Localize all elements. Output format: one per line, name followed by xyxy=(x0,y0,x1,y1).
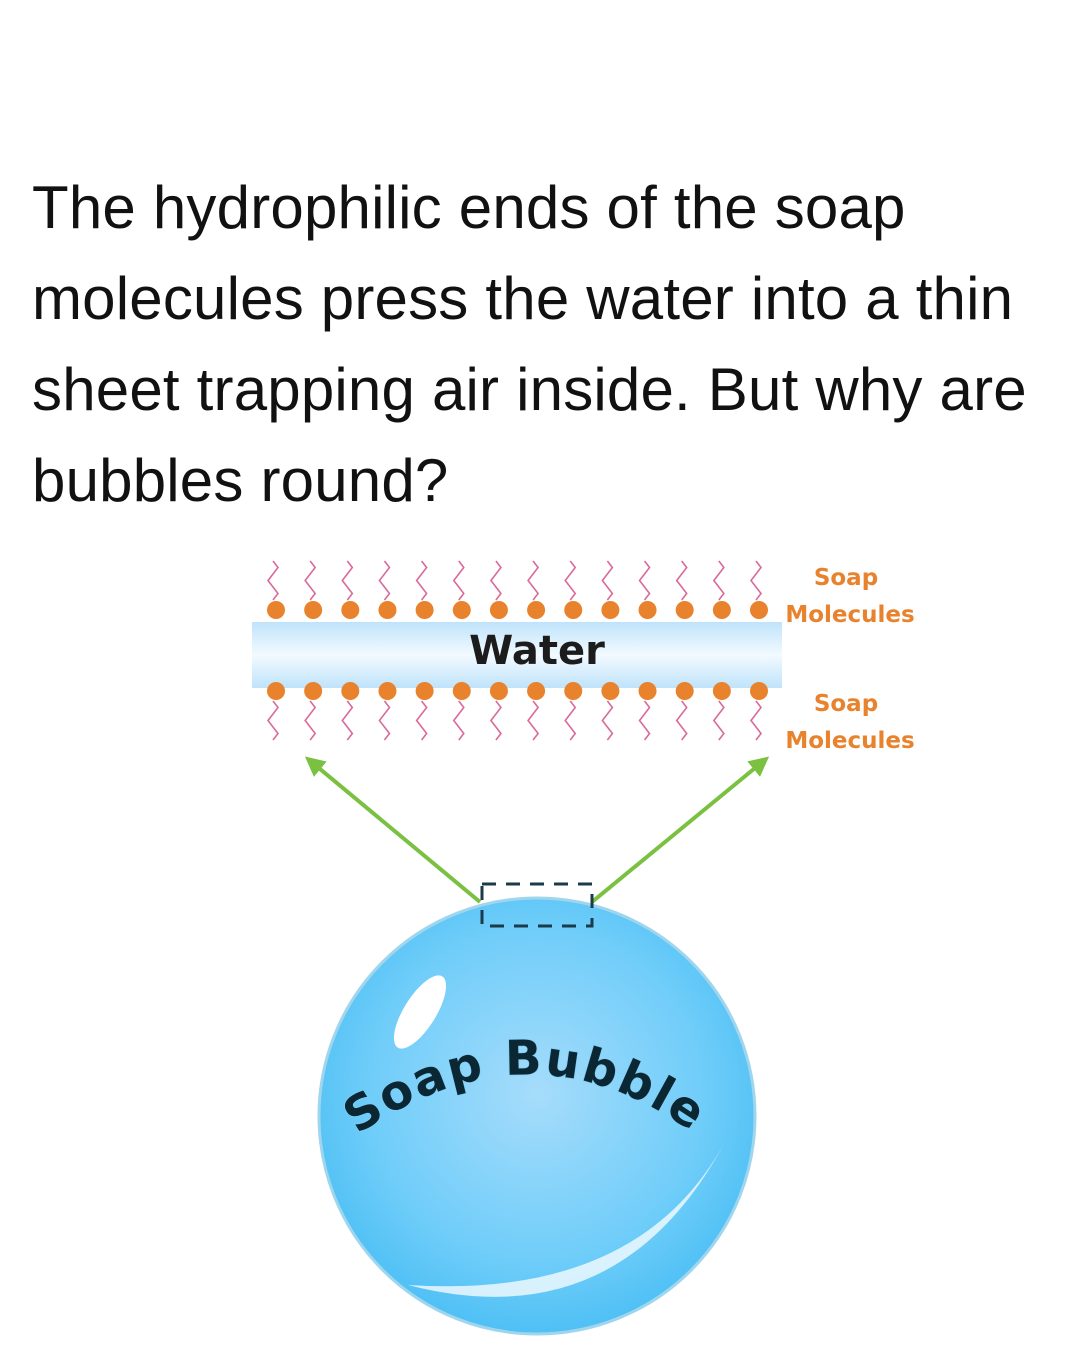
top-molecule-head xyxy=(564,601,583,619)
bottom-molecule-tail xyxy=(564,700,577,741)
top-molecule-head xyxy=(452,601,471,619)
top-molecule-tail xyxy=(712,560,725,601)
bottom-molecule-head xyxy=(638,682,657,700)
bottom-molecule-head xyxy=(415,682,434,700)
bottom-molecule-tail xyxy=(527,700,540,741)
bottom-molecule-head xyxy=(675,682,694,700)
top-soap-label: Soap Molecules xyxy=(785,565,914,628)
bottom-molecule-head xyxy=(452,682,471,700)
bottom-molecule-head xyxy=(750,682,768,700)
bottom-molecule-tail xyxy=(341,700,354,741)
top-molecule-tail xyxy=(489,560,502,601)
bottom-molecule-tail xyxy=(304,700,317,741)
top-molecule-tail xyxy=(266,560,280,601)
bottom-soap-molecules xyxy=(266,682,768,741)
bottom-molecule-tail xyxy=(749,700,763,741)
top-molecule-head xyxy=(712,601,731,619)
top-molecule-head xyxy=(341,601,360,619)
bottom-molecule-tail xyxy=(415,700,428,741)
top-molecule-tail xyxy=(452,560,465,601)
water-sheet xyxy=(252,622,782,688)
top-molecule-tail xyxy=(564,560,577,601)
top-soap-label-line2: Molecules xyxy=(785,602,914,628)
top-soap-molecules xyxy=(266,560,768,619)
top-molecule-tail xyxy=(415,560,428,601)
bottom-molecule-head xyxy=(527,682,546,700)
bottom-soap-label-line2: Molecules xyxy=(785,728,914,754)
top-molecule-head xyxy=(415,601,434,619)
top-molecule-head xyxy=(638,601,657,619)
bottom-molecule-head xyxy=(341,682,360,700)
bottom-molecule-head xyxy=(378,682,397,700)
top-molecule-head xyxy=(675,601,694,619)
bottom-molecule-tail xyxy=(266,700,280,741)
bottom-molecule-tail xyxy=(452,700,465,741)
bottom-molecule-head xyxy=(564,682,583,700)
top-molecule-head xyxy=(601,601,620,619)
bottom-molecule-head xyxy=(267,682,285,700)
top-molecule-head xyxy=(527,601,546,619)
top-molecule-head xyxy=(267,601,285,619)
top-soap-label-line1: Soap xyxy=(814,565,878,591)
top-molecule-tail xyxy=(527,560,540,601)
top-molecule-tail xyxy=(601,560,614,601)
bottom-molecule-tail xyxy=(601,700,614,741)
bubble-highlight xyxy=(393,975,447,1049)
bottom-molecule-head xyxy=(712,682,731,700)
bottom-molecule-head xyxy=(601,682,620,700)
top-molecule-tail xyxy=(378,560,391,601)
water-label: Water xyxy=(469,628,605,674)
left-zoom-arrow xyxy=(304,756,482,904)
zoom-region-box xyxy=(480,882,594,928)
top-molecule-tail xyxy=(749,560,763,601)
bottom-molecule-tail xyxy=(712,700,725,741)
top-molecule-head xyxy=(304,601,323,619)
top-molecule-tail xyxy=(675,560,688,601)
top-molecule-head xyxy=(750,601,768,619)
top-molecule-head xyxy=(378,601,397,619)
top-molecule-tail xyxy=(304,560,317,601)
top-molecule-tail xyxy=(341,560,354,601)
bottom-molecule-tail xyxy=(638,700,651,741)
right-zoom-arrow xyxy=(590,756,770,904)
bottom-molecule-tail xyxy=(489,700,502,741)
bottom-soap-label: Soap Molecules xyxy=(785,691,914,754)
bottom-soap-label-line1: Soap xyxy=(814,691,878,717)
bottom-molecule-tail xyxy=(378,700,391,741)
bottom-molecule-head xyxy=(489,682,508,700)
caption-text: The hydrophilic ends of the soap molecul… xyxy=(32,174,1027,514)
top-molecule-head xyxy=(489,601,508,619)
top-molecule-tail xyxy=(638,560,651,601)
bottom-molecule-tail xyxy=(675,700,688,741)
bottom-molecule-head xyxy=(304,682,323,700)
